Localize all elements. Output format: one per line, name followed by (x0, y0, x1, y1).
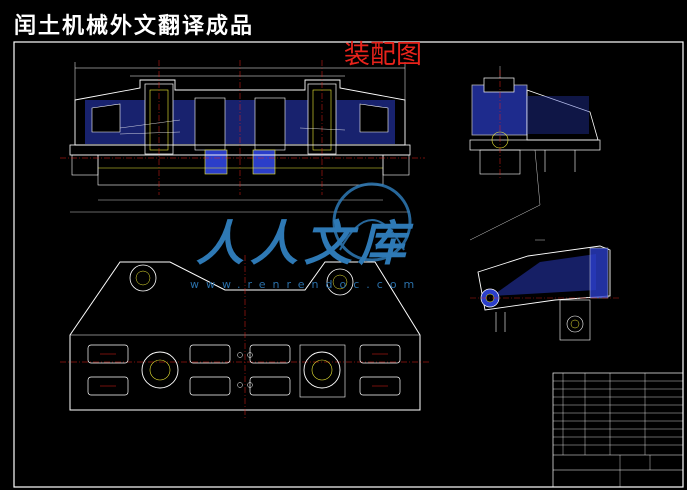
side-view (469, 66, 601, 241)
drawing-frame (13, 41, 684, 488)
header-title: 闰土机械外文翻译成品 (14, 14, 255, 39)
detail-view (470, 239, 620, 341)
watermark-url: www.renrendoc.com (190, 278, 422, 291)
drawing-title: 装配图 (344, 40, 423, 70)
watermark-logo (332, 182, 412, 262)
watermark-cn: 人人文库 (196, 216, 413, 272)
parts-list (552, 372, 684, 488)
front-view (60, 60, 425, 213)
plan-view (60, 255, 430, 420)
